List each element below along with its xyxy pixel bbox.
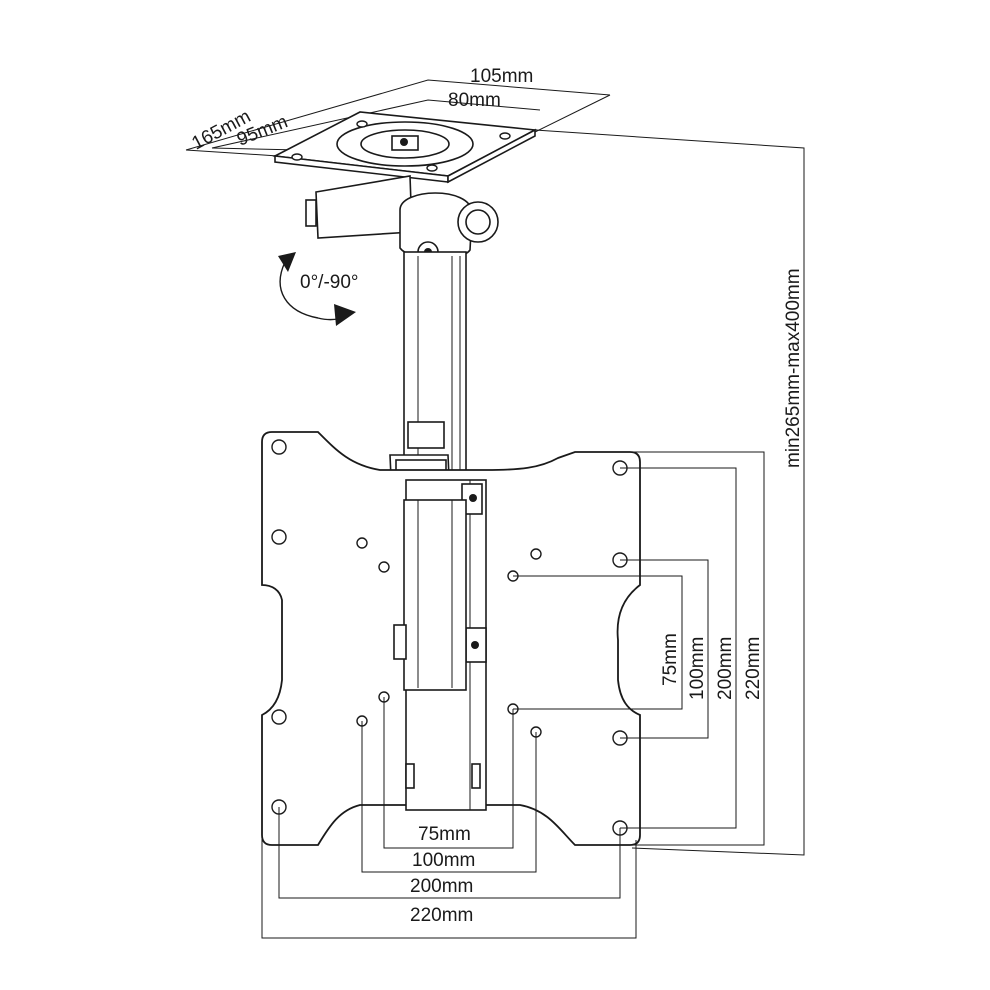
- h-220-label: 220mm: [410, 905, 473, 926]
- v-200-label: 200mm: [715, 637, 736, 700]
- base-dimension-lines: [185, 79, 611, 157]
- slide-rail: [393, 479, 487, 811]
- h-75-label: 75mm: [418, 824, 471, 845]
- h-100-label: 100mm: [412, 850, 475, 871]
- vertical-dimension-lines: [513, 129, 805, 856]
- vesa-holes: [271, 439, 628, 836]
- tilt-joint: [305, 175, 499, 263]
- ceiling-plate: [272, 111, 538, 184]
- base-width-inner-label: 80mm: [448, 90, 501, 111]
- v-75-label: 75mm: [660, 633, 681, 686]
- height-range-label: min265mm-max400mm: [783, 268, 804, 468]
- horizontal-dimension-lines: [261, 697, 637, 939]
- tilt-arrow: [278, 252, 356, 326]
- v-220-label: 220mm: [743, 637, 764, 700]
- base-width-outer-label: 105mm: [470, 66, 533, 87]
- h-200-label: 200mm: [410, 876, 473, 897]
- tilt-label: 0°/-90°: [300, 272, 359, 293]
- v-100-label: 100mm: [687, 637, 708, 700]
